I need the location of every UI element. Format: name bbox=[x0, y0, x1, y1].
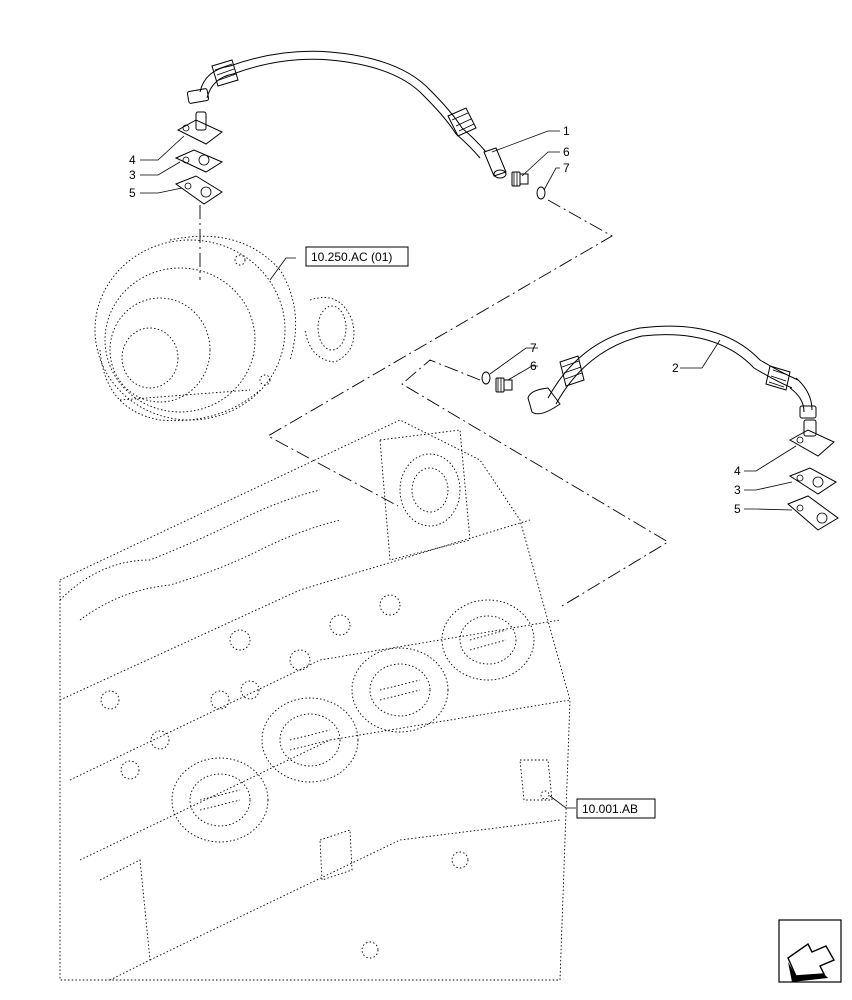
o-ring-upper[interactable] bbox=[536, 186, 546, 200]
callout-gasket-left: 3 bbox=[129, 168, 136, 182]
callout-hose-lower: 2 bbox=[672, 361, 679, 375]
callout-union-lower: 6 bbox=[530, 359, 537, 373]
flange-right[interactable] bbox=[788, 419, 835, 457]
callout-union-upper: 6 bbox=[563, 145, 570, 159]
engine-block bbox=[59, 419, 571, 981]
plate-left[interactable] bbox=[174, 175, 223, 205]
o-ring-lower[interactable] bbox=[481, 371, 491, 385]
lower-hose[interactable] bbox=[527, 325, 817, 419]
gasket-right[interactable] bbox=[788, 467, 837, 495]
callout-gasket-right: 3 bbox=[734, 483, 741, 497]
upper-hose[interactable] bbox=[186, 50, 507, 179]
callout-plate-left: 5 bbox=[129, 186, 136, 200]
callout-flange-left: 4 bbox=[129, 153, 136, 167]
reference-turbocharger-label: 10.250.AC (01) bbox=[311, 250, 392, 264]
leader-lines bbox=[140, 130, 797, 809]
union-fitting-upper[interactable] bbox=[511, 171, 529, 187]
reference-engine-block-label: 10.001.AB bbox=[582, 802, 638, 816]
plate-right[interactable] bbox=[787, 495, 839, 531]
reference-engine-block[interactable]: 10.001.AB bbox=[576, 798, 656, 819]
callout-hose-upper: 1 bbox=[563, 124, 570, 138]
turbocharger bbox=[94, 235, 355, 422]
union-fitting-lower[interactable] bbox=[495, 377, 513, 393]
callout-flange-right: 4 bbox=[734, 464, 741, 478]
callout-plate-right: 5 bbox=[734, 502, 741, 516]
callout-oring-upper: 7 bbox=[563, 161, 570, 175]
gasket-left[interactable] bbox=[174, 149, 224, 173]
reference-turbocharger[interactable]: 10.250.AC (01) bbox=[305, 246, 409, 267]
arrow-icon[interactable] bbox=[778, 919, 842, 983]
callout-oring-lower: 7 bbox=[530, 341, 537, 355]
flange-left[interactable] bbox=[176, 111, 223, 145]
